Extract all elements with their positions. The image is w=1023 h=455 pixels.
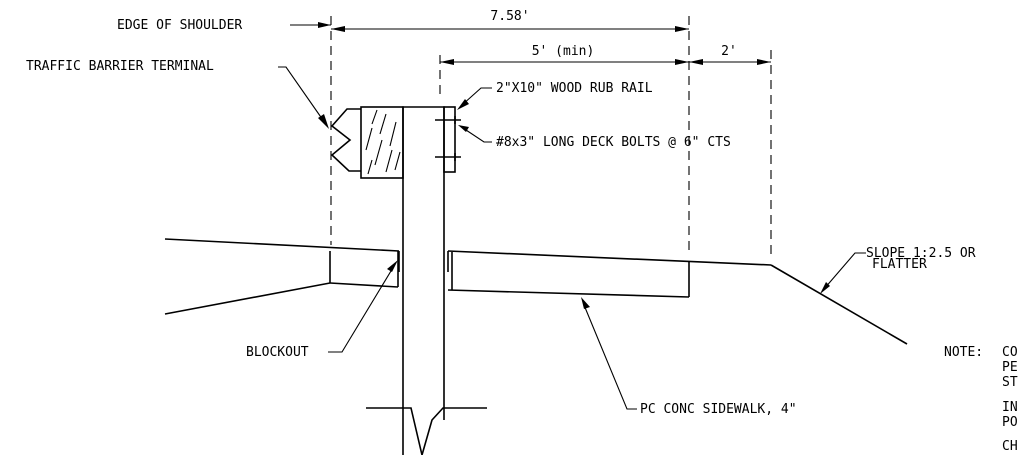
offset-dimension-text: 2' [721, 44, 737, 59]
deck-bolts-label: #8x3" LONG DECK BOLTS @ 6" CTS [496, 135, 731, 150]
note-line-6: CH [1002, 439, 1018, 454]
sidewalk-min-dimension-text: 5' (min) [532, 44, 595, 59]
barrier-terminal-profile [330, 108, 361, 172]
slope-label-line-1: SLOPE 1:2.5 OR [866, 246, 976, 261]
note-line-4: IN [1002, 400, 1018, 415]
note-prefix: NOTE: [944, 345, 983, 360]
blockout-label: BLOCKOUT [246, 345, 309, 360]
note-line-2: PE [1002, 360, 1018, 375]
pavement-section [164, 238, 400, 315]
edge-of-shoulder-label: EDGE OF SHOULDER [117, 18, 242, 33]
dimension-sidewalk-min [440, 59, 689, 65]
sidewalk-label: PC CONC SIDEWALK, 4" [640, 402, 797, 417]
deck-bolts [435, 116, 461, 161]
note-line-5: PO [1002, 415, 1018, 430]
edge-of-shoulder-leader [290, 22, 331, 28]
rub-rail [443, 106, 456, 173]
post-break-line [366, 407, 487, 455]
slope-label-line-2: FLATTER [872, 257, 927, 272]
blockout-leader [328, 260, 398, 353]
deck-bolts-leader [458, 125, 492, 143]
blockout-slot [398, 251, 449, 272]
wood-grain-hatch [365, 109, 401, 175]
traffic-barrier-terminal-label: TRAFFIC BARRIER TERMINAL [26, 59, 214, 74]
post [402, 106, 445, 455]
sidewalk-slab [447, 250, 772, 298]
dimension-overall [331, 26, 689, 32]
rub-rail-leader [457, 87, 492, 110]
note-line-3: ST [1002, 375, 1018, 390]
overall-dimension-text: 7.58' [490, 9, 529, 24]
embankment-slope [770, 264, 908, 345]
dimension-offset [689, 59, 771, 65]
slope-leader [820, 252, 866, 294]
note-line-1: CO [1002, 345, 1018, 360]
sidewalk-leader [581, 297, 637, 410]
traffic-barrier-terminal-leader [278, 66, 329, 129]
wood-block [360, 106, 404, 179]
rub-rail-label: 2"X10" WOOD RUB RAIL [496, 81, 653, 96]
